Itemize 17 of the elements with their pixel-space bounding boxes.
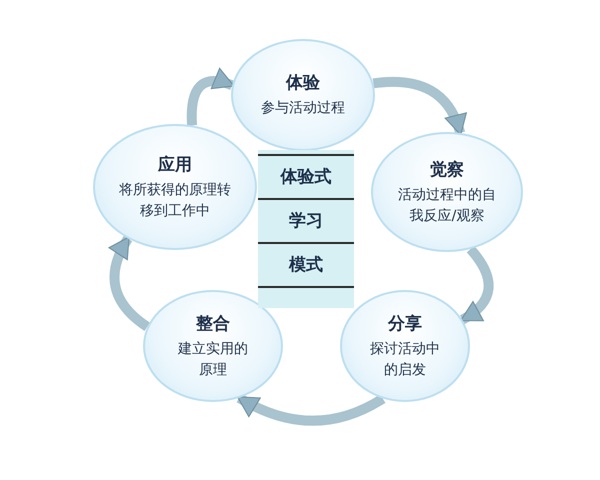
stage-title: 应用: [158, 154, 192, 176]
curved-arrow: [236, 394, 386, 426]
stage-title: 体验: [286, 72, 320, 94]
stage-description: 将所获得的原理转移到工作中: [118, 181, 232, 220]
stage-title: 觉察: [430, 159, 464, 182]
stage-title: 整合: [196, 313, 230, 336]
curved-arrow: [460, 246, 494, 324]
center-panel: [258, 150, 354, 308]
curved-arrow: [108, 236, 150, 331]
stage-title: 分享: [388, 313, 422, 336]
stage-description: 探讨活动中的启发: [369, 340, 441, 380]
panel-row: 学习: [258, 200, 354, 244]
stage-description: 建立实用的原理: [176, 340, 249, 380]
stage-description: 活动过程中的自我反应/观察: [397, 186, 497, 226]
stage-description: 参与活动过程: [261, 99, 345, 118]
panel-row: 体验式: [258, 154, 354, 200]
panel-row: 模式: [258, 244, 354, 288]
